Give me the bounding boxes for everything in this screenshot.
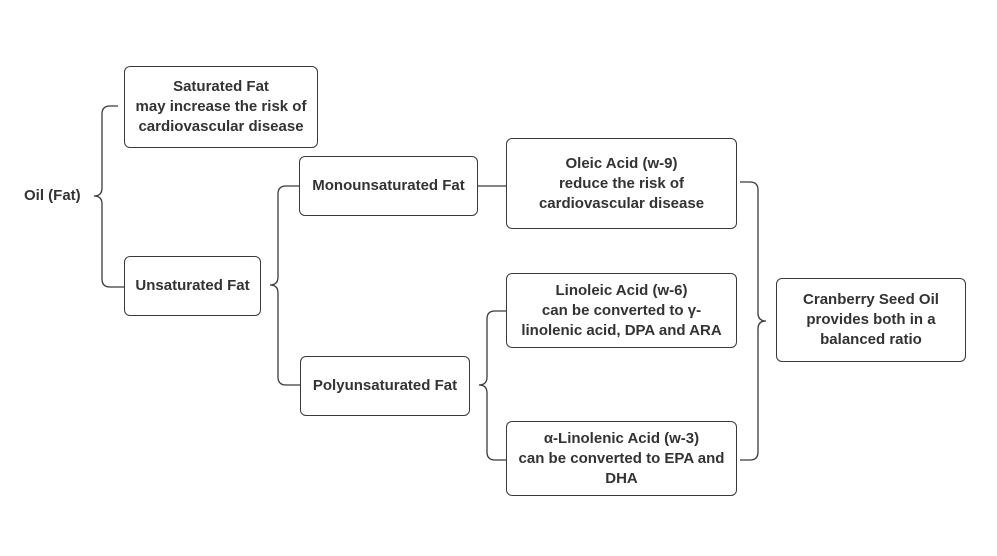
- node-text-line: Saturated Fat: [173, 78, 269, 95]
- root-node-oil-fat: Oil (Fat): [24, 187, 81, 204]
- node-alpha-linolenic-acid: α-Linolenic Acid (w-3) can be converted …: [506, 421, 737, 496]
- node-text-line: Oleic Acid (w-9): [565, 154, 678, 172]
- node-text-line: Linoleic Acid (w-6): [555, 281, 688, 299]
- node-text-line: linolenic acid, DPA and ARA: [521, 321, 722, 339]
- node-saturated-fat: Saturated Fat may increase the risk of c…: [124, 66, 318, 148]
- node-polyunsaturated-fat: Polyunsaturated Fat: [300, 356, 470, 416]
- node-linoleic-acid: Linoleic Acid (w-6) can be converted to …: [506, 273, 737, 348]
- brace-cranberry: [740, 181, 767, 461]
- node-text-line: may increase the risk of: [135, 98, 307, 115]
- node-text-line: reduce the risk of: [558, 174, 685, 192]
- node-oleic-acid: Oleic Acid (w-9) reduce the risk of card…: [506, 138, 737, 229]
- node-text-line: cardiovascular disease: [538, 194, 705, 212]
- node-text-line: α-Linolenic Acid (w-3): [543, 429, 700, 447]
- node-unsaturated-fat: Unsaturated Fat: [124, 256, 261, 316]
- node-text-line: cardiovascular disease: [138, 118, 304, 135]
- node-text-line: balanced ratio: [820, 331, 922, 348]
- node-text-line: provides both in a: [806, 311, 936, 328]
- brace-polyunsaturated: [478, 310, 506, 461]
- node-monounsaturated-fat: Monounsaturated Fat: [299, 156, 478, 216]
- node-text-line: Unsaturated Fat: [135, 277, 250, 294]
- brace-oil: [93, 105, 124, 288]
- node-text-line: can be converted to γ-: [541, 301, 702, 319]
- node-text-line: Monounsaturated Fat: [312, 177, 465, 194]
- node-text-line: Cranberry Seed Oil: [803, 291, 939, 308]
- node-text-line: can be converted to EPA and: [518, 449, 725, 467]
- node-cranberry-seed-oil: Cranberry Seed Oil provides both in a ba…: [776, 278, 966, 362]
- node-text-line: DHA: [605, 469, 638, 487]
- brace-unsaturated: [269, 185, 300, 386]
- node-text-line: Polyunsaturated Fat: [312, 377, 458, 394]
